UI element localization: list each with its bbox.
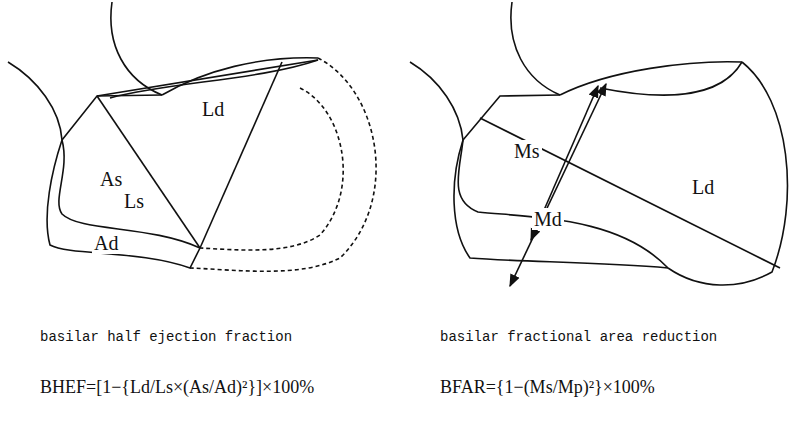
area-label: As	[98, 168, 124, 190]
diameter-label: Md	[532, 208, 564, 230]
length-label: Ld	[200, 98, 226, 120]
formula-text: BHEF=[1−{Ld/Ls×(As/Ad)²}]×100%	[40, 378, 314, 398]
length-label: Ls	[122, 190, 146, 212]
left-ventricle-figure	[8, 2, 376, 271]
area-label: Ad	[92, 232, 120, 254]
right-ventricle-figure	[410, 2, 787, 286]
diameter-label: Ms	[512, 140, 542, 162]
formula-text: BFAR={1−(Ms/Mp)²}×100%	[440, 378, 655, 398]
caption-text: basilar half ejection fraction	[40, 330, 292, 345]
length-label: Ld	[690, 176, 716, 198]
caption-text: basilar fractional area reduction	[440, 330, 717, 345]
